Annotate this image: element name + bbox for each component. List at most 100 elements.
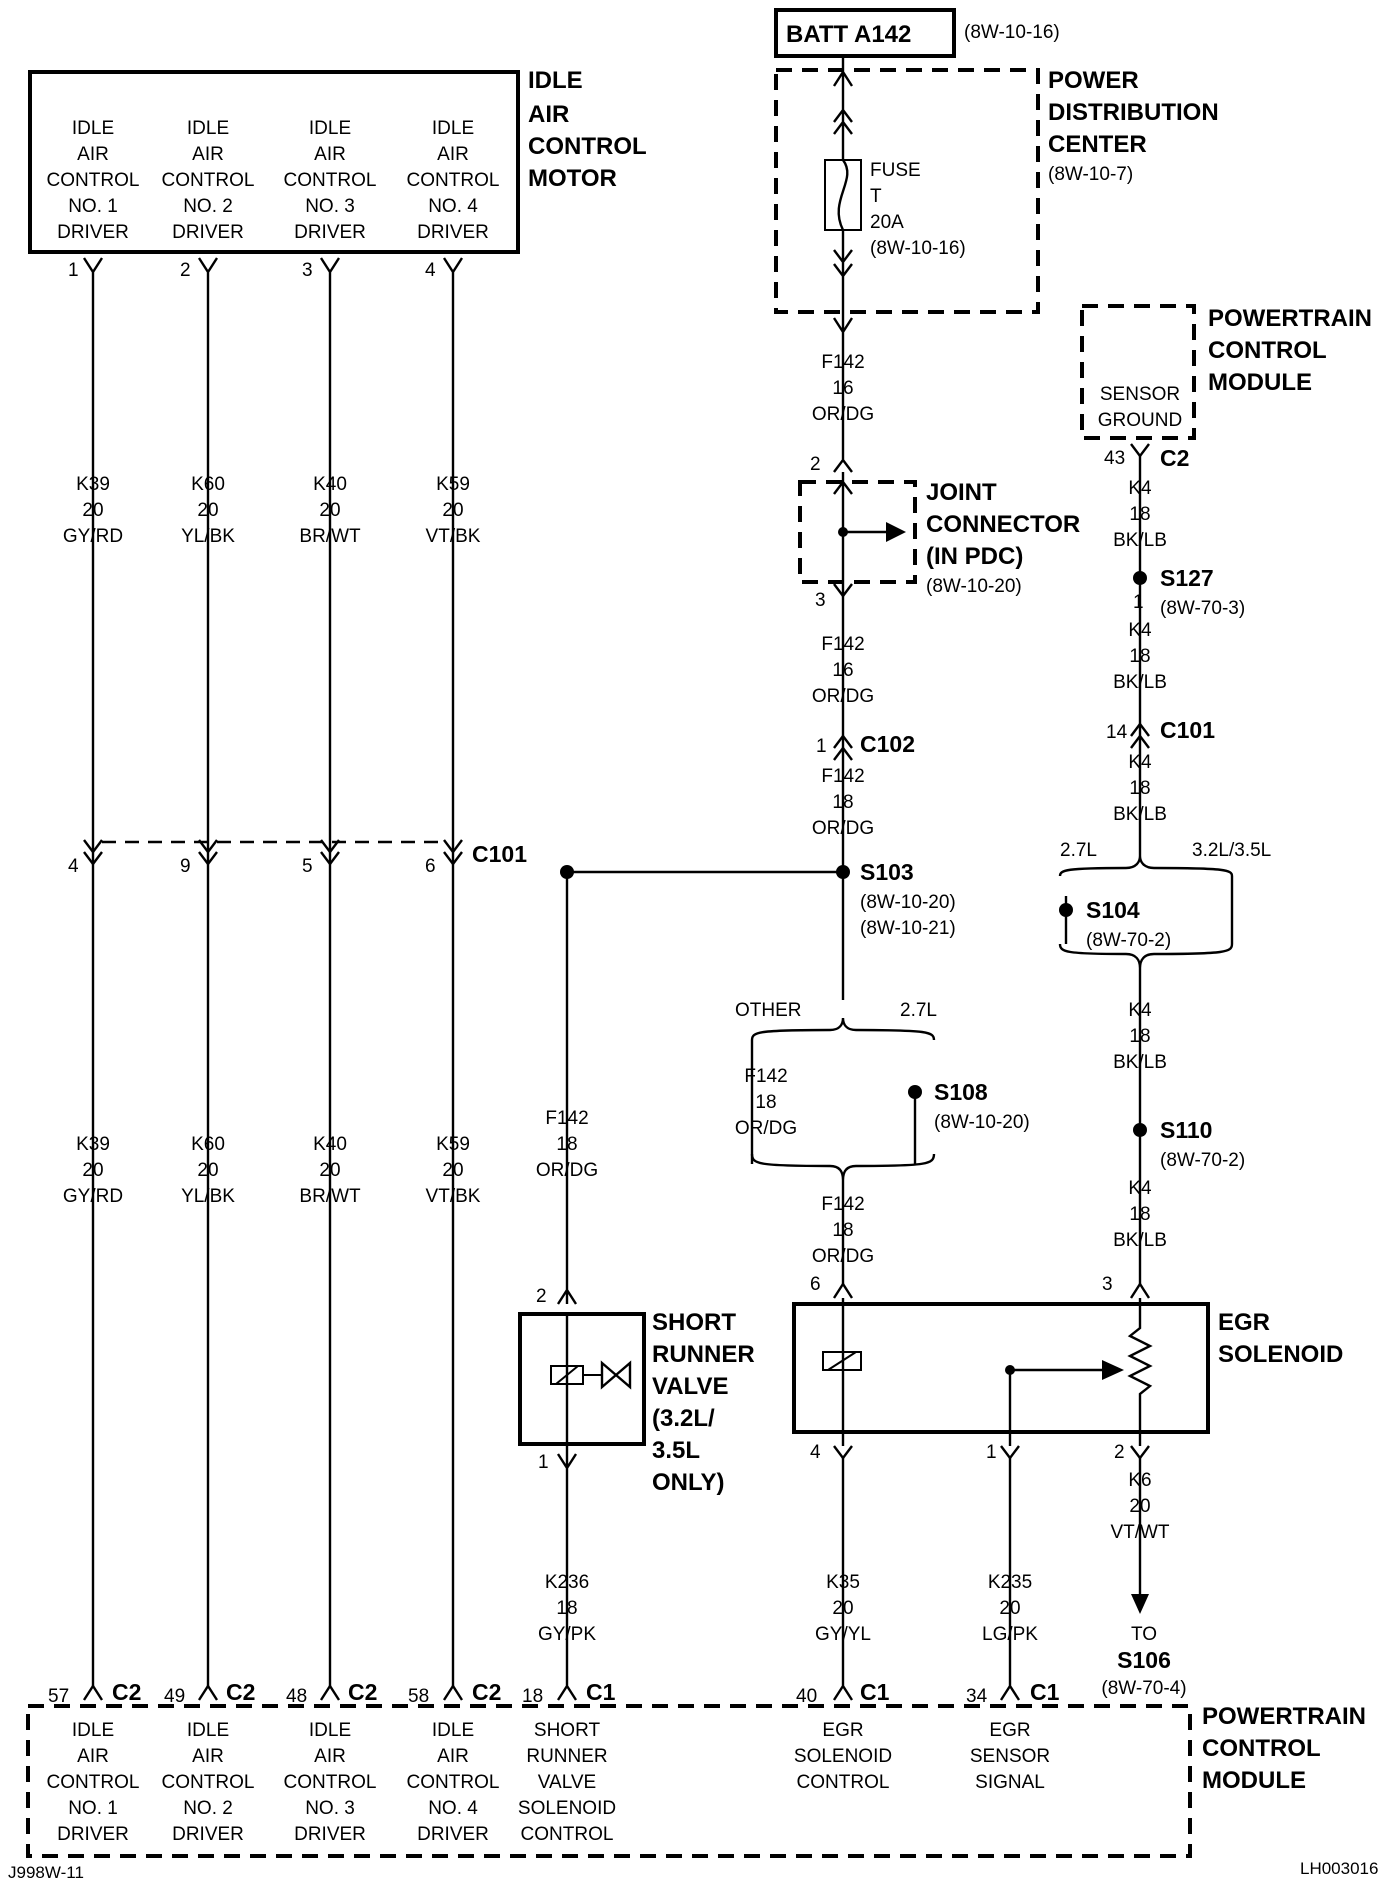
pl7-1: EGR (989, 1720, 1030, 1741)
w4l-2: 20 (442, 1160, 463, 1181)
w1l-1: K39 (76, 1134, 110, 1155)
pl2-1: IDLE (187, 1720, 229, 1741)
pcm-label-egr-sensor: EGR SENSOR SIGNAL (970, 1720, 1050, 1793)
joint-box (798, 480, 917, 584)
k4b-2: 18 (1129, 646, 1150, 667)
pl3-4: NO. 3 (305, 1798, 355, 1819)
srv-box (518, 1312, 646, 1446)
k236-wire (556, 1444, 578, 1701)
c101b-connector-icon (1130, 722, 1150, 749)
egr-outputs: K35 20 GY/YL K235 20 LG/PK K6 20 VT/WT T… (815, 1458, 1187, 1701)
egr-solenoid: 6 3 EGR SOLENOID 4 1 2 (792, 1274, 1343, 1463)
pcm-top-title-2: CONTROL (1208, 337, 1327, 364)
iac-d3-l2: AIR (314, 144, 346, 165)
c102-label: C102 (860, 731, 915, 757)
c101-chevron-1 (83, 839, 103, 866)
w3l-3: BR/WT (299, 1186, 361, 1207)
pcm-conn-57: C2 (112, 1679, 141, 1705)
iac-motor-title: IDLE AIR CONTROL MOTOR (528, 67, 647, 192)
pdc-ref: (8W-10-7) (1048, 164, 1133, 185)
f142a-1: F142 (821, 352, 864, 373)
iac-d4-l5: DRIVER (417, 222, 489, 243)
iac-driver-4-label: IDLE AIR CONTROL NO. 4 DRIVER (407, 118, 500, 243)
iac-d2-l3: CONTROL (162, 170, 255, 191)
engine-brace-bottom (1058, 943, 1234, 969)
batt-ref: (8W-10-16) (964, 22, 1060, 43)
c101-chevron-4 (443, 839, 463, 866)
iac-d1-l5: DRIVER (57, 222, 129, 243)
pcm-label-srv: SHORT RUNNER VALVE SOLENOID CONTROL (518, 1720, 616, 1845)
iac-pin-3: 3 (302, 260, 313, 281)
k4b-1: K4 (1128, 620, 1152, 641)
iac-d2-l2: AIR (192, 144, 224, 165)
w2u-2: 20 (197, 500, 218, 521)
w4l-3: VT/BK (426, 1186, 481, 1207)
iac-d4-l2: AIR (437, 144, 469, 165)
pl6-3: CONTROL (797, 1772, 890, 1793)
pl3-3: CONTROL (284, 1772, 377, 1793)
iac-d3-l3: CONTROL (284, 170, 377, 191)
pcm-pin-49: 49 (164, 1686, 185, 1707)
c101-pins: 4 9 5 6 C101 (68, 841, 527, 877)
iac-wire-labels-upper: K39 20 GY/RD K60 20 YL/BK K40 20 BR/WT K… (63, 474, 481, 547)
w3l-2: 20 (319, 1160, 340, 1181)
s127-label: S127 (1160, 565, 1214, 591)
srv-pin-top: 2 (536, 1286, 547, 1307)
iac-d2-l5: DRIVER (172, 222, 244, 243)
pl6-1: EGR (822, 1720, 863, 1741)
pcm-pin-40: 40 (796, 1686, 817, 1707)
srv-title-3: VALVE (652, 1373, 728, 1400)
s127-dot (1133, 571, 1147, 585)
short-runner-valve: 2 1 SHORT RUNNER VALVE (3.2L/ 3.5L ONLY)… (518, 1286, 755, 1701)
pcm-conn-49: C2 (226, 1679, 255, 1705)
f142c-1: F142 (821, 766, 864, 787)
egr-title-2: SOLENOID (1218, 1341, 1343, 1368)
pl4-3: CONTROL (407, 1772, 500, 1793)
f142d-3: OR/DG (812, 1246, 874, 1267)
egr-pin-2: 2 (1114, 1442, 1125, 1463)
fuse-element (837, 159, 849, 231)
c101b-label: C101 (1160, 717, 1215, 743)
f142a-3: OR/DG (812, 404, 874, 425)
k235-2: 20 (999, 1598, 1020, 1619)
f142srv-3: OR/DG (536, 1160, 598, 1181)
w2u-3: YL/BK (181, 526, 235, 547)
egr-pin-1: 1 (986, 1442, 997, 1463)
solenoid-slash (555, 1365, 579, 1385)
joint-pin-top: 2 (810, 454, 821, 475)
c101-pin-6: 6 (425, 856, 436, 877)
egr-box (792, 1302, 1210, 1434)
other-wire-2: 18 (755, 1092, 776, 1113)
k35-1: K35 (826, 1572, 860, 1593)
batt-box (774, 8, 956, 58)
f142d-2: 18 (832, 1220, 853, 1241)
w1l-3: GY/RD (63, 1186, 123, 1207)
pdc-wire-bottom (832, 230, 854, 344)
pl1-1: IDLE (72, 1720, 114, 1741)
k4b-3: BK/LB (1113, 672, 1167, 693)
pl2-4: NO. 2 (183, 1798, 233, 1819)
iac-wire-1 (82, 257, 104, 1686)
wiper-arrow-icon (1102, 1360, 1124, 1380)
w4u-2: 20 (442, 500, 463, 521)
pcm-top: SENSOR GROUND POWERTRAIN CONTROL MODULE … (1080, 304, 1372, 471)
pcm-pin-48: 48 (286, 1686, 307, 1707)
iac-motor-box (28, 70, 520, 254)
pl4-4: NO. 4 (428, 1798, 478, 1819)
k4c-1: K4 (1128, 752, 1152, 773)
k4c-2: 18 (1129, 778, 1150, 799)
batt-label: BATT A142 (786, 21, 911, 48)
pcm-term-1 (82, 1683, 104, 1701)
w1u-1: K39 (76, 474, 110, 495)
fuse-label-4: (8W-10-16) (870, 238, 966, 259)
pl2-3: CONTROL (162, 1772, 255, 1793)
s103-ref-1: (8W-10-20) (860, 892, 956, 913)
egr-solenoid-slash (827, 1351, 857, 1371)
iac-d1-l1: IDLE (72, 118, 114, 139)
pcm-conn-18: C1 (586, 1679, 616, 1705)
c102-connector-icon (833, 734, 853, 761)
iac-driver-1-label: IDLE AIR CONTROL NO. 1 DRIVER (47, 118, 140, 243)
pcm-top-pin: 43 (1104, 448, 1125, 469)
pl5-3: VALVE (538, 1772, 596, 1793)
